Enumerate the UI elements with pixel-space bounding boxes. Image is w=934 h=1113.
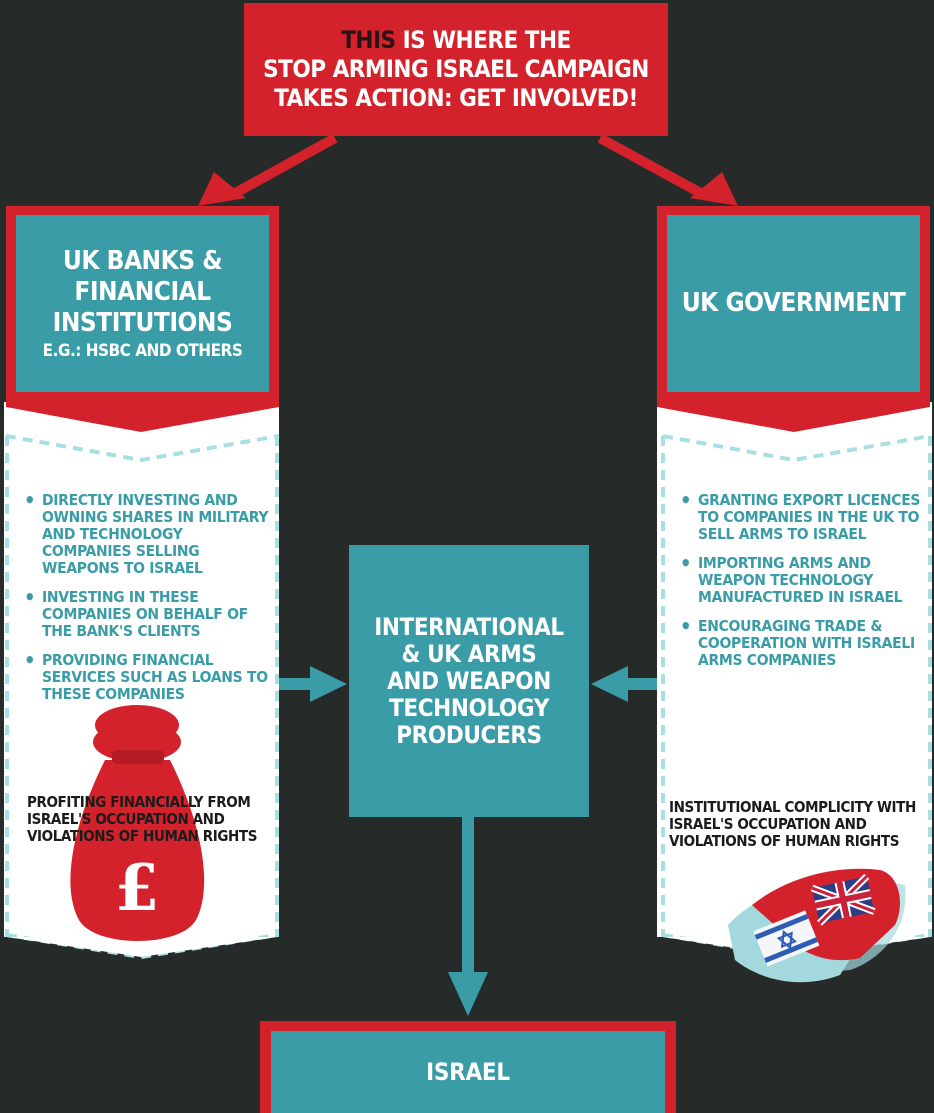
- banks-activity-item: INVESTING IN THESE COMPANIES ON BEHALF O…: [20, 589, 270, 640]
- banks-title-line-3: INSTITUTIONS: [52, 307, 233, 338]
- banks-activity-item: DIRECTLY INVESTING AND OWNING SHARES IN …: [20, 492, 270, 577]
- government-title: UK GOVERNMENT: [681, 288, 906, 318]
- highlight-word: THIS: [341, 26, 396, 54]
- arrow-banks-to-producers: [279, 666, 347, 702]
- israel-title: ISRAEL: [426, 1058, 510, 1086]
- israel-box: ISRAEL: [271, 1031, 665, 1113]
- handshake-flags-icon: [728, 868, 906, 983]
- uk-flag-icon: [810, 873, 876, 926]
- government-activities-list: GRANTING EXPORT LICENCES TO COMPANIES IN…: [676, 492, 926, 681]
- banks-title-line-1: UK BANKS &: [62, 245, 223, 276]
- government-activity-item: GRANTING EXPORT LICENCES TO COMPANIES IN…: [676, 492, 926, 543]
- campaign-line-1: THIS IS WHERE THE: [341, 26, 571, 55]
- arrow-government-to-producers: [591, 666, 657, 702]
- campaign-line-3: TAKES ACTION: GET INVOLVED!: [274, 84, 638, 112]
- arrow-producers-to-israel: [448, 817, 488, 1016]
- arrow-top-to-government: [597, 133, 738, 206]
- arrow-top-to-banks: [198, 133, 338, 206]
- producers-line: AND WEAPON: [387, 666, 551, 695]
- campaign-line-2: STOP ARMING ISRAEL CAMPAIGN: [263, 55, 649, 83]
- money-bag-pound-icon: £: [70, 705, 205, 941]
- pound-symbol: £: [115, 851, 160, 926]
- banks-activity-item: PROVIDING FINANCIAL SERVICES SUCH AS LOA…: [20, 652, 270, 703]
- banks-activities-list: DIRECTLY INVESTING AND OWNING SHARES IN …: [20, 492, 270, 715]
- producers-line: & UK ARMS: [401, 639, 537, 668]
- banks-conclusion-wrap: PROFITING FINANCIALLY FROM ISRAEL'S OCCU…: [27, 794, 272, 845]
- campaign-line-1-rest: IS WHERE THE: [395, 26, 572, 54]
- government-conclusion: INSTITUTIONAL COMPLICITY WITH ISRAEL'S O…: [669, 798, 916, 850]
- campaign-action-box: THIS IS WHERE THE STOP ARMING ISRAEL CAM…: [244, 3, 668, 136]
- government-activity-item: IMPORTING ARMS AND WEAPON TECHNOLOGY MAN…: [676, 555, 926, 606]
- banks-conclusion: PROFITING FINANCIALLY FROM ISRAEL'S OCCU…: [27, 793, 258, 845]
- banks-title-line-2: FINANCIAL: [74, 276, 211, 307]
- banks-box: UK BANKS & FINANCIAL INSTITUTIONS E.G.: …: [16, 215, 269, 392]
- government-conclusion-wrap: INSTITUTIONAL COMPLICITY WITH ISRAEL'S O…: [669, 799, 924, 850]
- government-activity-item: ENCOURAGING TRADE & COOPERATION WITH ISR…: [676, 618, 926, 669]
- producers-line: INTERNATIONAL: [374, 612, 564, 641]
- banks-subtitle: E.G.: HSBC AND OTHERS: [42, 340, 243, 361]
- arms-producers-box: INTERNATIONAL & UK ARMS AND WEAPON TECHN…: [349, 545, 589, 817]
- israel-flag-icon: [753, 910, 820, 967]
- government-box: UK GOVERNMENT: [667, 215, 920, 392]
- producers-line: PRODUCERS: [396, 720, 542, 749]
- producers-line: TECHNOLOGY: [389, 693, 549, 722]
